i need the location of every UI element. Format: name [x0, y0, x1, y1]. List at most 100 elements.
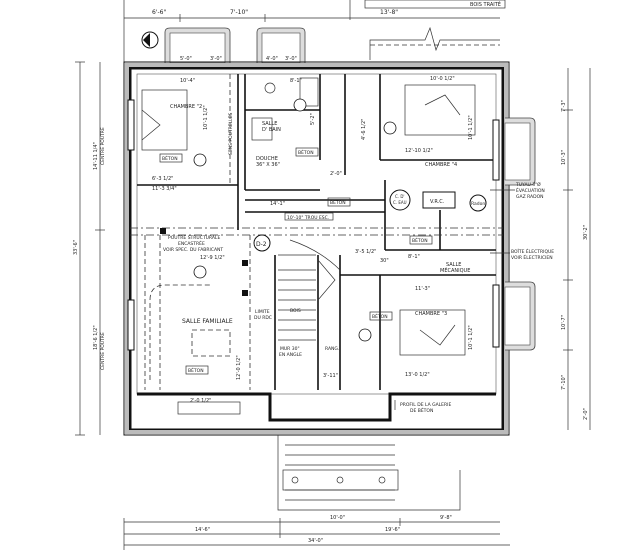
- c-eau-label-2: C. EAU: [393, 200, 407, 205]
- window-well-top-left: 5'-0" 3'-0": [164, 27, 231, 68]
- dim-stairs-b: 3'-11": [323, 373, 338, 379]
- window-well-right-top: [504, 117, 536, 186]
- dim-chambre2-a: 6'-3 1/2": [152, 176, 173, 182]
- dim-bath-width: 8'-1": [290, 78, 302, 84]
- mechanical-label-2: MÉCANIQUE: [440, 266, 470, 274]
- stairs: [278, 239, 341, 341]
- mechanical-equipment: [389, 189, 487, 212]
- left-dimension-lines: 33'-6" 14'-11 1/4" 18'-6 1/2" CENTRE POU…: [73, 61, 106, 436]
- galerie-label-2: DE BÉTON: [410, 406, 433, 414]
- dim-middle-d: 8'-1": [408, 254, 420, 260]
- interior-dimensions: 10'-4" 10'-1 1/2" 6'-3 1/2" 11'-3 3/4" 8…: [152, 76, 474, 404]
- dim-chambre3-width: 11'-3": [415, 286, 430, 292]
- window-well-top-right: 4'-0" 3'-0": [256, 27, 306, 68]
- well-dim-4: 3'-0": [285, 56, 297, 62]
- annotation-labels: SENS POUTRELLES POUTRE STRUCTURALE ENCAS…: [163, 113, 485, 358]
- dim-chambre4-width: 10'-0 1/2": [430, 76, 455, 82]
- furniture: [141, 77, 476, 415]
- bois-label: BOIS: [290, 308, 301, 314]
- dim-stairs-a: 30": [380, 258, 389, 264]
- top-dim-1: 6'-6": [152, 9, 166, 16]
- left-dim-total: 33'-6": [73, 240, 79, 255]
- vrc-label: V.R.C.: [430, 199, 445, 205]
- centre-poutre-upper: CENTRE POUTRE: [100, 127, 106, 165]
- dim-chambre2-b: 11'-3 3/4": [152, 186, 177, 192]
- bottom-dimension-lines: 10'-0" 14'-6" 19'-6" 9'-8" 34'-0": [123, 515, 510, 550]
- tuyau-label-1: TUYAU 3"Ø: [515, 181, 541, 188]
- dim-familiale-width: 12'-9 1/2": [200, 255, 225, 261]
- poutre-label-2: ENCASTRÉE: [178, 239, 205, 247]
- radon-label: Radon: [471, 201, 485, 207]
- right-dimension-lines: 7'-3" 10'-3" 10'-7" 7'-10" 30'-2" 2'-0": [561, 68, 591, 430]
- beton-tags: BÉTON BÉTON BÉTON BÉTON BÉTON BÉTON: [159, 147, 433, 375]
- well-dim-1: 5'-0": [180, 56, 192, 62]
- top-dim-3: 13'-8": [380, 9, 398, 16]
- interior-walls: [137, 74, 496, 422]
- dim-chambre4-height: 10'-1 1/2": [468, 115, 474, 140]
- sens-poutrelles-label: SENS POUTRELLES: [228, 113, 234, 155]
- beton-tag-2: BÉTON: [298, 148, 314, 156]
- beton-tag-4: BÉTON: [412, 236, 428, 244]
- bottom-dim-3: 19'-6": [385, 527, 400, 533]
- chambre3-label: CHAMBRE "3: [415, 311, 447, 317]
- top-dimension-group: 6'-6" 7'-10" 13'-8" BOIS TRAITÉ: [123, 0, 506, 70]
- limite-label-1: LIMITE: [255, 309, 270, 315]
- c-eau-label-1: C. D': [395, 194, 405, 199]
- dim-chambre2-height: 10'-1 1/2": [203, 105, 209, 130]
- section-marker-icon: D-2: [253, 234, 271, 252]
- poutre-label-1: POUTRE STRUCTURALE: [168, 235, 220, 241]
- bottom-dim-2: 14'-6": [195, 527, 210, 533]
- beton-tag-5: BÉTON: [188, 366, 204, 374]
- right-dim-2: 10'-3": [561, 150, 567, 165]
- structural-beam-line: [130, 227, 503, 236]
- left-dim-lower: 18'-6 1/2": [93, 325, 99, 350]
- top-dim-2: 7'-10": [230, 9, 248, 16]
- dim-corridor: 14'-1": [270, 201, 285, 207]
- smoke-detector-icon: [193, 98, 397, 342]
- centre-poutre-lower: CENTRE POUTRE: [100, 332, 106, 370]
- callouts-right: TUYAU 3"Ø ÉVACUATION GAZ RADON BOÎTE ÉLE…: [394, 181, 554, 414]
- window-well-right-bottom: [504, 281, 536, 351]
- mur-label-2: EN ANGLE: [279, 352, 302, 358]
- dim-chambre3-b: 13'-0 1/2": [405, 372, 430, 378]
- room-labels: CHAMBRE "2 SALLE D' BAIN CHAMBRE "4 SALL…: [170, 104, 470, 352]
- rang-label: RANG.: [325, 346, 339, 352]
- boite-label-1: BOÎTE ÉLECTRIQUE: [511, 247, 554, 255]
- bottom-dim-1: 10'-0": [330, 515, 345, 521]
- salle-familiale-label: SALLE FAMILIALE: [182, 318, 233, 325]
- douche-label-1: DOUCHE: [256, 156, 278, 162]
- bathroom-label-1: SALLE: [262, 121, 277, 127]
- trou-escalier-label: 10'-10" TROU ESC.: [287, 215, 329, 221]
- well-dim-3: 4'-0": [266, 56, 278, 62]
- galerie-label-1: PROFIL DE LA GALERIE: [400, 402, 451, 408]
- douche-label-2: 36" X 36": [256, 162, 280, 168]
- top-note: BOIS TRAITÉ: [470, 0, 501, 8]
- right-dim-bottom: 2'-0": [583, 408, 589, 420]
- mur-label-1: MUR 30": [280, 346, 300, 352]
- dim-middle-c: 3'-5 1/2": [355, 249, 376, 255]
- front-gallery: [277, 435, 461, 511]
- dim-chambre4-b: 12'-10 1/2": [405, 148, 433, 154]
- section-marker-label: D-2: [256, 241, 267, 248]
- dim-familiale-c: 2'-0 1/2": [190, 398, 211, 404]
- dim-chambre2-width: 10'-4": [180, 78, 195, 84]
- right-dim-total: 30'-2": [583, 225, 589, 240]
- dim-familiale-height: 12'-0 1/2": [236, 355, 242, 380]
- beton-tag-6: BÉTON: [372, 312, 388, 320]
- mechanical-label-1: SALLE: [446, 262, 461, 268]
- dim-middle-b: 2'-0": [330, 171, 342, 177]
- joist-lines: [144, 74, 251, 390]
- right-dim-3: 10'-7": [561, 315, 567, 330]
- poutre-label-3: VOIR SPEC. DU FABRICANT: [163, 247, 223, 253]
- dim-chambre3-height: 10'-1 1/2": [468, 325, 474, 350]
- well-dim-2: 3'-0": [210, 56, 222, 62]
- bathroom-label-2: D' BAIN: [262, 127, 281, 133]
- column-markers: [160, 228, 248, 296]
- tuyau-label-2: ÉVACUATION: [516, 186, 545, 194]
- family-room-sofa: [149, 284, 231, 380]
- right-dim-1: 7'-3": [561, 100, 567, 112]
- chambre4-label: CHAMBRE "4: [425, 162, 457, 168]
- beton-tag-1: BÉTON: [162, 154, 178, 162]
- limite-label-2: DU RDC: [254, 315, 272, 321]
